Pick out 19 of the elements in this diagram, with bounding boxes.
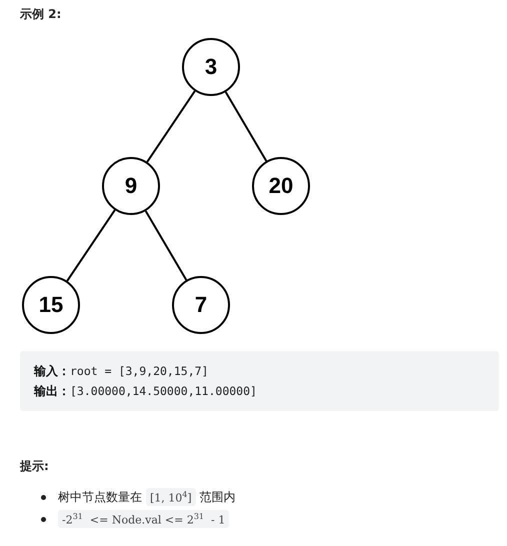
node-value: 7 (194, 292, 208, 318)
output-value: [3.00000,14.50000,11.00000] (70, 384, 257, 398)
example-heading: 示例 2: (20, 6, 62, 23)
inline-code: -2$^{31}$ <= Node.val <= 2$^{31}$ - 1 (58, 510, 230, 528)
hint-text: 范围内 (200, 488, 236, 506)
node-value: 3 (204, 54, 218, 80)
input-label: 输入： (34, 362, 70, 380)
output-label: 输出： (34, 382, 70, 400)
node-value: 9 (124, 173, 138, 199)
tree-edge (224, 91, 268, 162)
hints-heading: 提示: (20, 458, 49, 475)
tree-edge (146, 90, 196, 162)
node-value: 15 (38, 292, 64, 318)
input-value: root = [3,9,20,15,7] (70, 364, 208, 378)
tree-edge (66, 210, 116, 282)
node-value: 20 (268, 173, 294, 199)
hint-text: 树中节点数量在 (58, 488, 142, 506)
tree-edge (144, 210, 188, 281)
inline-code: [1, 10$^{4}$] (146, 488, 196, 506)
